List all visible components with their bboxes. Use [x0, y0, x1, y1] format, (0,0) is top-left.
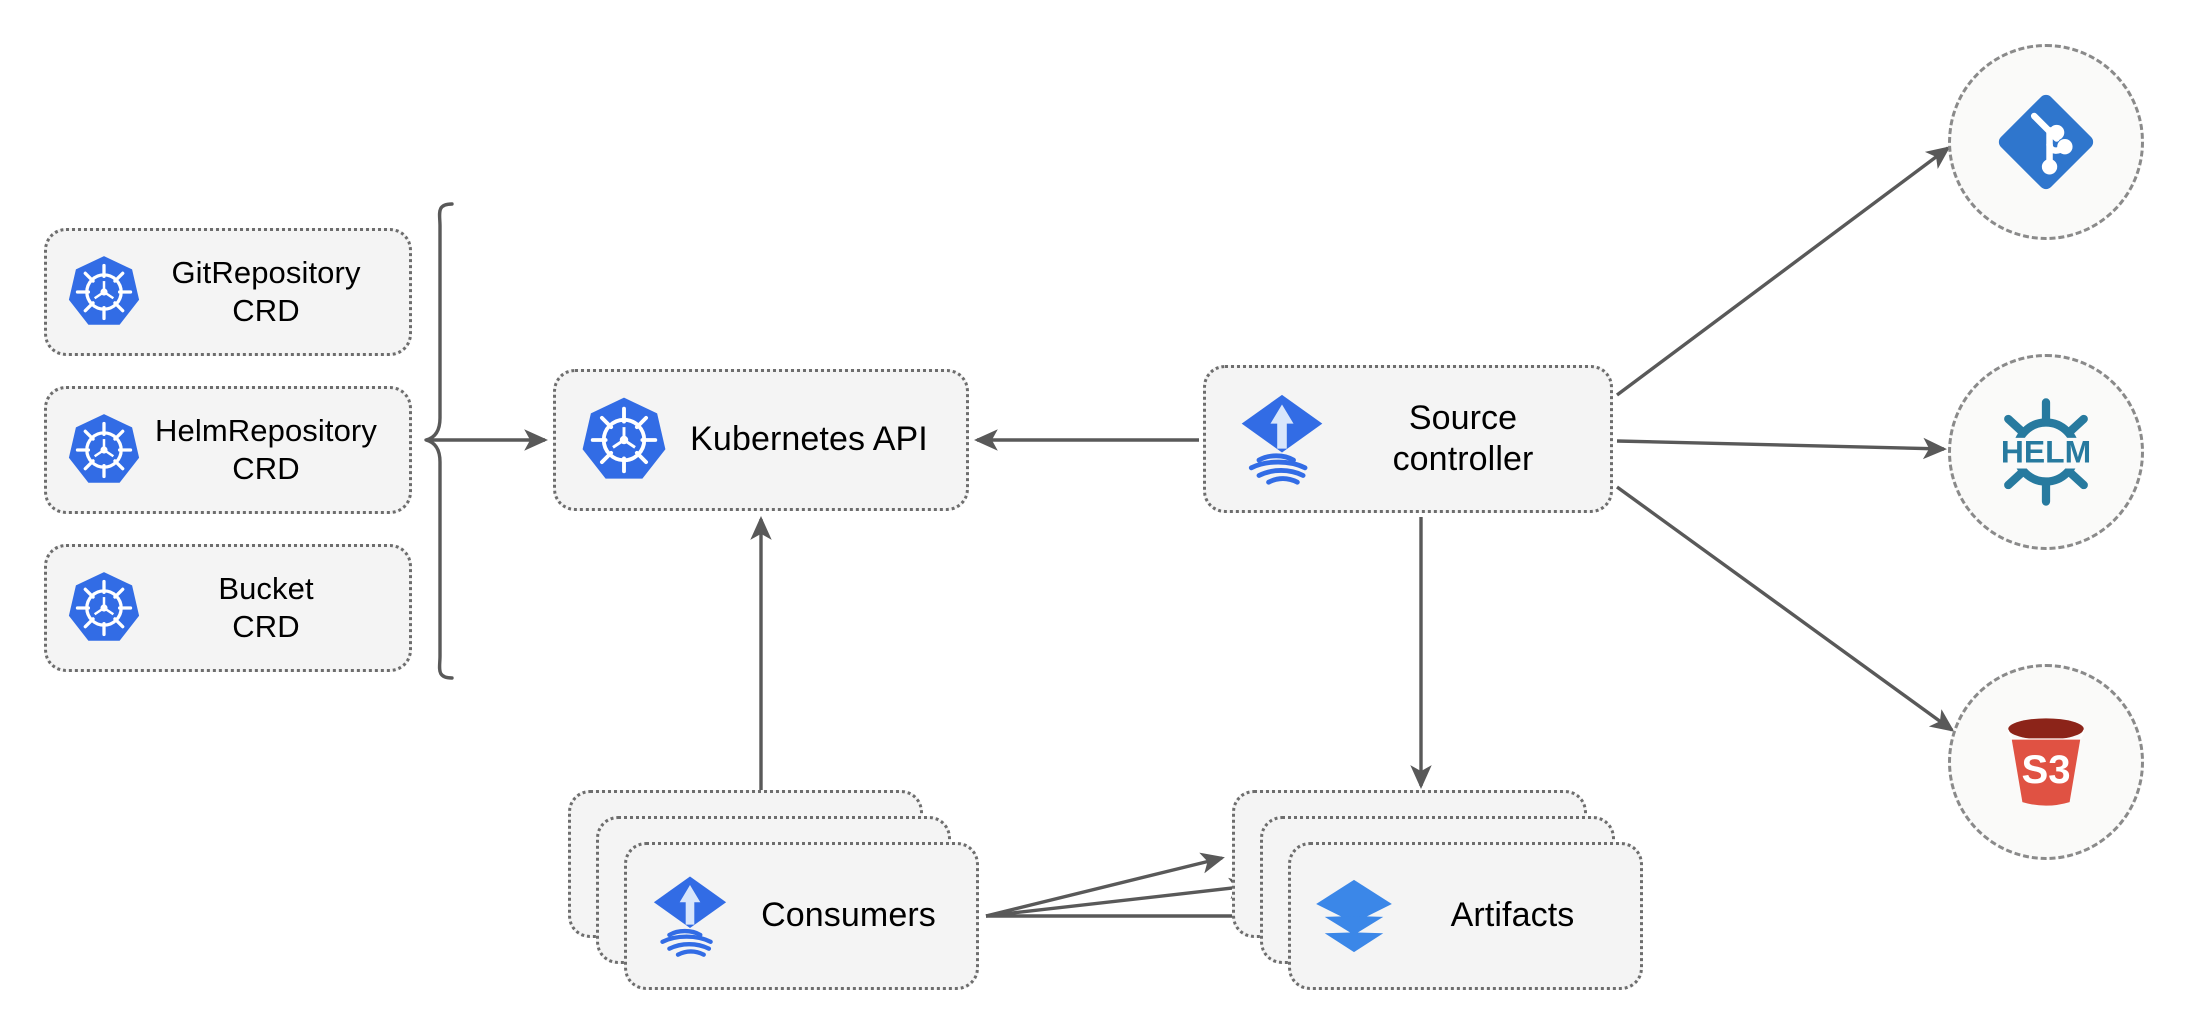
node-label: Kubernetes API: [690, 420, 928, 459]
layers-icon: [1311, 873, 1397, 959]
kubernetes-icon: [578, 394, 670, 486]
edge-consumers-to-artifacts-2: [985, 877, 1253, 918]
kubernetes-icon: [65, 253, 143, 331]
node-consumers-stack[interactable]: Consumers: [568, 790, 979, 990]
node-s3-source[interactable]: S3: [1948, 664, 2144, 860]
node-label: Source controller: [1392, 398, 1534, 478]
node-label: GitRepository CRD: [171, 255, 361, 328]
node-artifacts[interactable]: Artifacts: [1288, 842, 1643, 990]
edge-source-controller-to-git: [1615, 146, 1951, 397]
edge-source-controller-to-s3: [1616, 485, 1955, 732]
node-consumers[interactable]: Consumers: [624, 842, 979, 990]
s3-icon: S3: [2008, 718, 2084, 806]
kubernetes-icon: [65, 569, 143, 647]
node-label: Consumers: [761, 896, 936, 935]
node-helmrepository-crd[interactable]: HelmRepository CRD: [44, 386, 412, 514]
edge-source-controller-to-helm: [1616, 437, 1947, 460]
node-kubernetes-api[interactable]: Kubernetes API: [553, 369, 969, 511]
node-gitrepository-crd[interactable]: GitRepository CRD: [44, 228, 412, 356]
node-artifacts-stack[interactable]: Artifacts: [1232, 790, 1643, 990]
helm-icon: HELM: [1996, 398, 2096, 506]
git-icon: [1998, 94, 2094, 190]
node-label: Artifacts: [1450, 896, 1575, 935]
node-bucket-crd[interactable]: Bucket CRD: [44, 544, 412, 672]
node-helm-source[interactable]: HELM: [1948, 354, 2144, 550]
node-label: Bucket CRD: [218, 571, 314, 644]
node-label: HelmRepository CRD: [155, 413, 377, 486]
s3-label: S3: [2021, 747, 2070, 792]
node-source-controller[interactable]: Source controller: [1203, 365, 1613, 513]
flux-icon: [647, 873, 733, 959]
node-git-source[interactable]: [1948, 44, 2144, 240]
crd-bracket: [424, 202, 454, 680]
helm-label: HELM: [2001, 434, 2091, 470]
flux-icon: [1234, 391, 1330, 487]
edge-consumers-to-artifacts-1: [985, 852, 1225, 918]
kubernetes-icon: [65, 411, 143, 489]
